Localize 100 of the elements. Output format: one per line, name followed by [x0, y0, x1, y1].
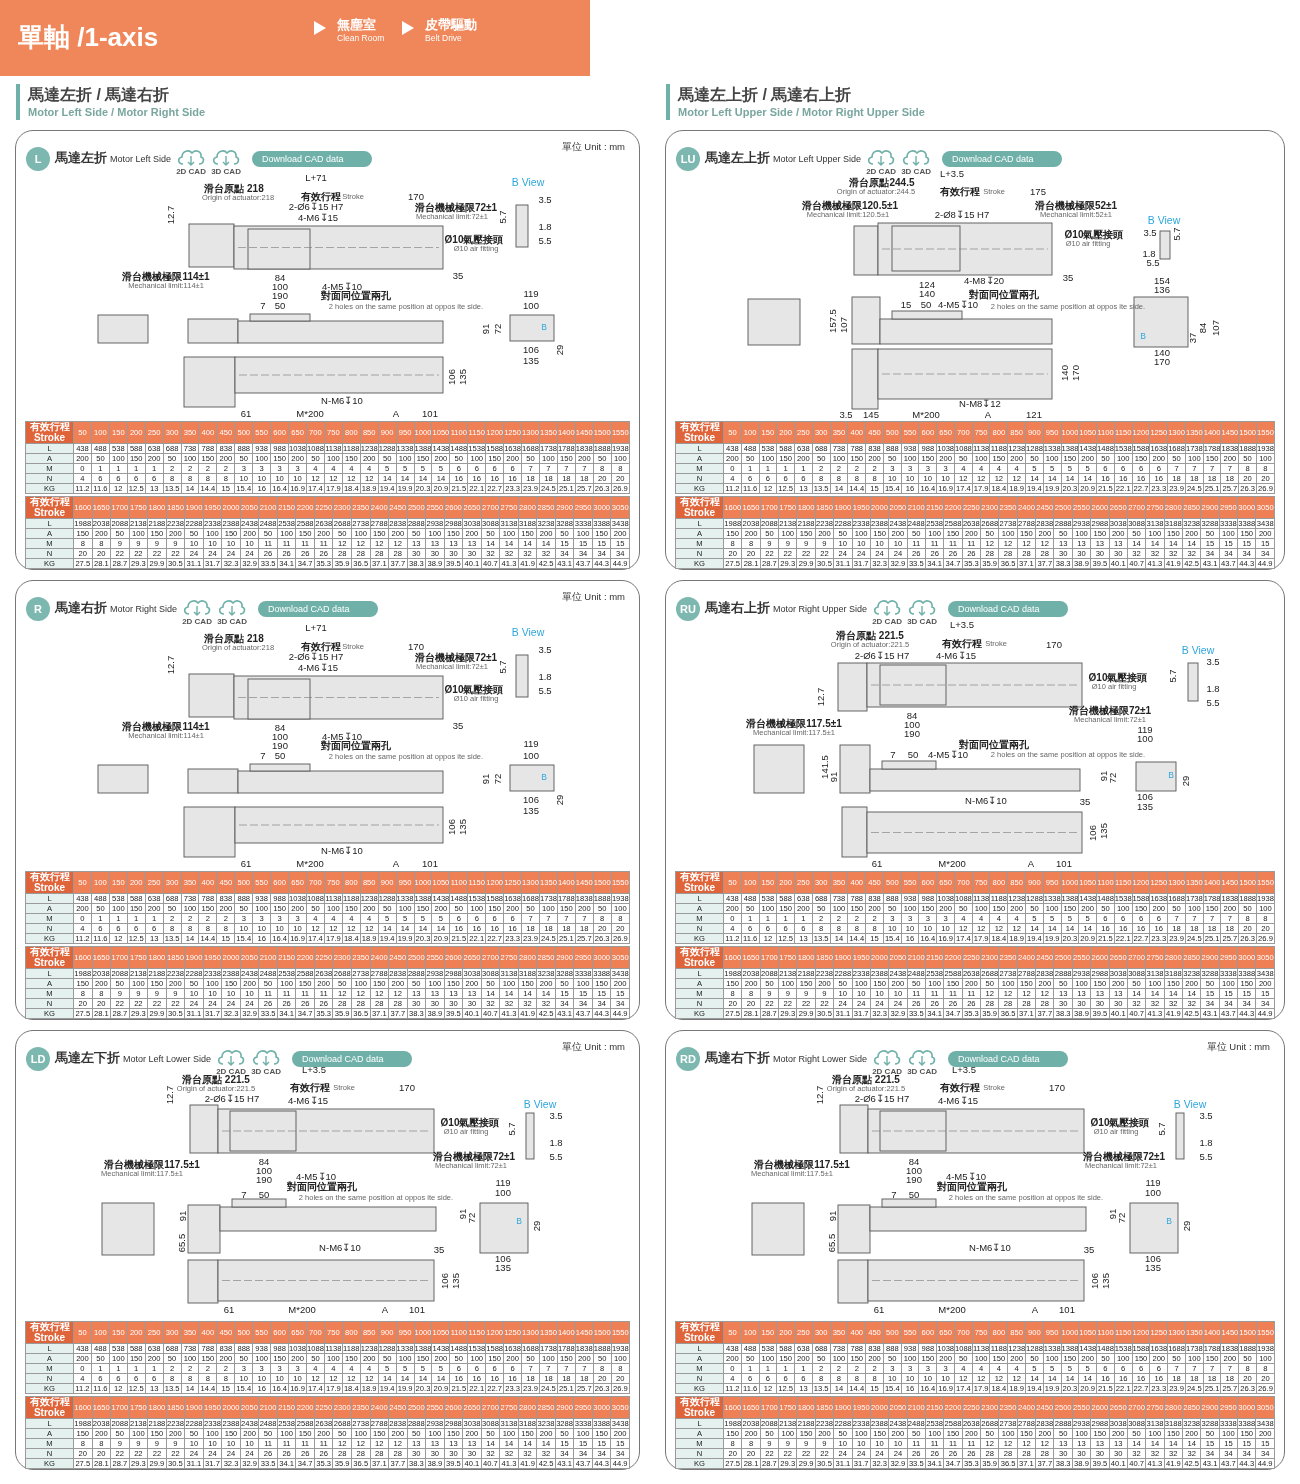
icon-caption: 2D CAD	[872, 617, 902, 626]
dimension-label: 35	[1083, 1245, 1095, 1255]
dimension-label: 5.5	[549, 1152, 563, 1162]
view-marker-label: B	[541, 772, 547, 782]
icon-caption: 3D CAD	[901, 167, 931, 176]
spec-card	[15, 580, 640, 1020]
view-code-badge: LD	[26, 1046, 50, 1071]
download-button: Download CAD data	[252, 150, 372, 167]
dimension-label: A	[1031, 1305, 1039, 1315]
icon-caption: 3D CAD	[907, 617, 937, 626]
unit-note: 單位 Unit : mm	[1206, 1041, 1270, 1054]
dimension-label: 65.5	[177, 1233, 187, 1253]
dimension-label: 72	[493, 773, 503, 785]
dimension-label: 4-M5↧10	[295, 1172, 337, 1182]
view-label: B View	[1181, 644, 1215, 656]
dimension-label: 35	[452, 271, 464, 281]
callout-label: 滑台機械極限114±1	[122, 272, 210, 282]
dimension-label: 5.5	[538, 236, 552, 246]
banner-caption: Belt Drive	[425, 33, 462, 43]
dimension-label: 170	[408, 192, 424, 202]
banner-label: 無塵室	[337, 16, 376, 34]
dimension-label: 106	[1145, 1254, 1161, 1264]
card-title: 馬達左下折	[55, 1050, 120, 1067]
dimension-label: M*200	[912, 410, 940, 420]
icon-caption: 3D CAD	[217, 617, 247, 626]
icon-caption: 2D CAD	[182, 617, 212, 626]
callout-label: 滑台機械極限72±1	[432, 1152, 516, 1162]
view-label: B View	[511, 626, 545, 638]
dimension-label: 3.5	[1143, 228, 1157, 238]
dimension-label: 7	[260, 301, 266, 311]
dimension-label: A	[381, 1305, 389, 1315]
dimension-label: 119	[523, 739, 539, 749]
dimension-label: 2-Ø6↧15 H7	[204, 1094, 260, 1104]
dimension-label: 84	[274, 723, 286, 733]
dimension-label: N-M6↧10	[969, 1243, 1011, 1253]
dimension-label: 1.8	[549, 1138, 563, 1148]
dimension-label: 136	[1154, 285, 1170, 295]
dimension-label: 190	[904, 729, 920, 739]
dimension-label: N-M6↧10	[319, 1243, 361, 1253]
dimension-label: 12.7	[166, 205, 176, 225]
card-title: 馬達右下折	[705, 1050, 770, 1067]
dimension-label: 190	[272, 741, 288, 751]
callout-label: 滑台機械極限114±1	[122, 722, 210, 732]
dimension-label: 135	[1101, 1273, 1111, 1289]
dimension-label: N-M8↧12	[959, 399, 1001, 409]
callout-label: 有效行程	[940, 187, 980, 197]
dimension-label: 91	[1108, 1208, 1118, 1220]
dimension-label: A	[1027, 859, 1035, 869]
callout-label: Ø10氣壓接頭	[444, 235, 504, 245]
dimension-label: 4-M5↧10	[927, 750, 969, 760]
view-label: B View	[523, 1098, 557, 1110]
dimension-label: 4-M6↧15	[297, 663, 339, 673]
dimension-label: 106	[1090, 1273, 1100, 1289]
dimension-label: 119	[1145, 1178, 1161, 1188]
callout-label: 滑台原點 221.5	[836, 631, 904, 641]
dimension-label: 84	[258, 1157, 270, 1167]
dimension-label: 84	[1198, 322, 1208, 334]
dimension-label: 1.8	[1199, 1138, 1213, 1148]
card-title: 馬達右折	[55, 600, 107, 617]
dimension-label: 119	[495, 1178, 511, 1188]
dimension-label: 107	[839, 317, 849, 333]
dimension-label: 91	[481, 323, 491, 335]
dimension-label: 61	[873, 1305, 885, 1315]
dimension-label: 101	[1056, 859, 1072, 869]
dimension-label: A	[392, 409, 400, 419]
dimension-label: 72	[1117, 1212, 1127, 1224]
dimension-label: 7	[260, 751, 266, 761]
view-marker-label: B	[1166, 1216, 1172, 1226]
callout-label: 對面同位置兩孔	[969, 290, 1039, 300]
dimension-label: 35	[433, 1245, 445, 1255]
banner-caption: Clean Room	[337, 33, 385, 43]
dimension-label: 135	[458, 819, 468, 835]
dimension-label: 170	[1049, 1083, 1065, 1093]
dimension-label: 3.5	[538, 645, 552, 655]
view-label: B View	[1147, 214, 1181, 226]
download-button: Download CAD data	[948, 1050, 1068, 1067]
section-heading: 馬達左折 / 馬達右折	[28, 85, 170, 105]
callout-label: 有效行程	[301, 642, 341, 652]
dimension-label: 170	[1154, 357, 1170, 367]
dimension-label: 12.7	[815, 1085, 825, 1105]
dimension-label: 84	[906, 711, 918, 721]
dimension-label: 170	[1046, 640, 1062, 650]
dimension-label: 2-Ø6↧15 H7	[288, 652, 344, 662]
dimension-label: 100	[523, 301, 539, 311]
callout-label: Ø10氣壓接頭	[440, 1118, 500, 1128]
table-header-cell: 有效行程 Stroke	[25, 1321, 74, 1344]
dimension-label: 61	[240, 409, 252, 419]
dimension-label: 140	[919, 289, 935, 299]
dimension-label: 5.7	[1168, 669, 1178, 683]
table-header-cell: 有效行程 Stroke	[675, 871, 724, 894]
dimension-label: 101	[422, 409, 438, 419]
dimension-label: 3.5	[1206, 657, 1220, 667]
callout-label: 有效行程	[942, 639, 982, 649]
callout-label: 滑台原點 221.5	[832, 1075, 900, 1085]
unit-note: 單位 Unit : mm	[561, 1041, 625, 1054]
callout-label: 有效行程	[290, 1083, 330, 1093]
dimension-label: 101	[409, 1305, 425, 1315]
dimension-label: 119	[523, 289, 539, 299]
spec-card	[15, 1030, 640, 1470]
card-subtitle: Motor Left Upper Side	[773, 153, 862, 164]
